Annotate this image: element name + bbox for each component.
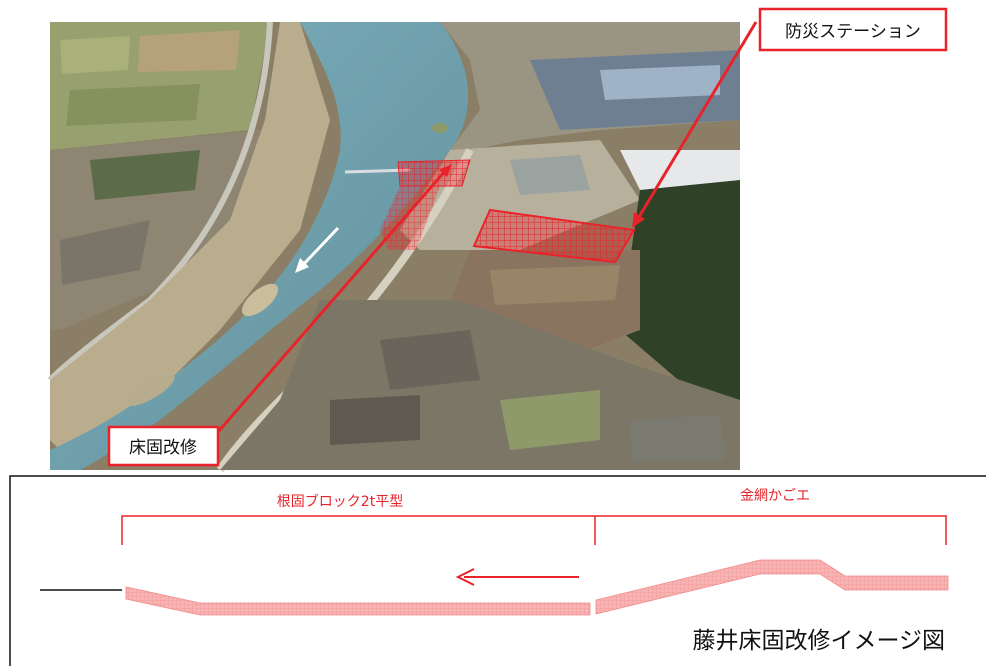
warehouse-roof: [620, 150, 740, 190]
section-right-label: 金網かごエ: [740, 488, 810, 504]
block-profile: [125, 586, 591, 616]
flow-arrowhead-photo: [295, 258, 309, 273]
field-patch: [66, 84, 200, 126]
station-leader-line: [634, 21, 758, 223]
tokoko-leader-arrowhead: [439, 164, 452, 177]
label-bousai-station-text: 防災ステーション: [785, 22, 921, 42]
river: [50, 22, 469, 470]
forest-east: [620, 180, 740, 400]
bank-west: [50, 22, 330, 450]
sandbar: [241, 283, 279, 317]
construction-structure: [510, 155, 590, 195]
house-cluster: [630, 415, 725, 462]
station-leader-arrowhead: [632, 212, 645, 228]
aerial-photo: [47, 21, 758, 473]
weir-repair-area: [397, 159, 471, 187]
sandbar: [125, 373, 175, 407]
field-patch: [138, 30, 240, 72]
disaster-station-area: [472, 208, 636, 264]
house-cluster: [330, 395, 420, 445]
tree-cluster: [90, 150, 200, 200]
section-bracket: [121, 515, 947, 545]
label-tokoko-kaishu-text: 床固改修: [129, 438, 197, 458]
field-patch: [60, 36, 130, 74]
label-bousai-station: 防災ステーション: [758, 7, 948, 52]
river-island: [432, 123, 448, 133]
section-left-label: 根固ブロック2t平型: [277, 493, 403, 510]
diagram-frame: [9, 475, 986, 666]
flow-arrowhead-section: [455, 568, 475, 586]
section-diagram: 根固ブロック2t平型 金網かごエ 藤井床固改修イメージ図: [9, 475, 986, 666]
factory-roof: [600, 65, 720, 100]
tokoko-leader-line: [216, 169, 448, 433]
house-cluster: [380, 330, 480, 390]
field-patch: [500, 390, 600, 450]
gabion-profile: [595, 559, 949, 615]
label-box: [107, 425, 220, 467]
bed-protection-area: [380, 186, 440, 250]
flow-arrow-photo: [298, 226, 340, 270]
field-patch: [490, 265, 620, 305]
road-west: [47, 21, 273, 383]
diagram-title: 藤井床固改修イメージ図: [692, 628, 945, 654]
label-box: [758, 7, 948, 52]
house-cluster: [60, 220, 150, 285]
label-tokoko-kaishu: 床固改修: [107, 425, 220, 467]
